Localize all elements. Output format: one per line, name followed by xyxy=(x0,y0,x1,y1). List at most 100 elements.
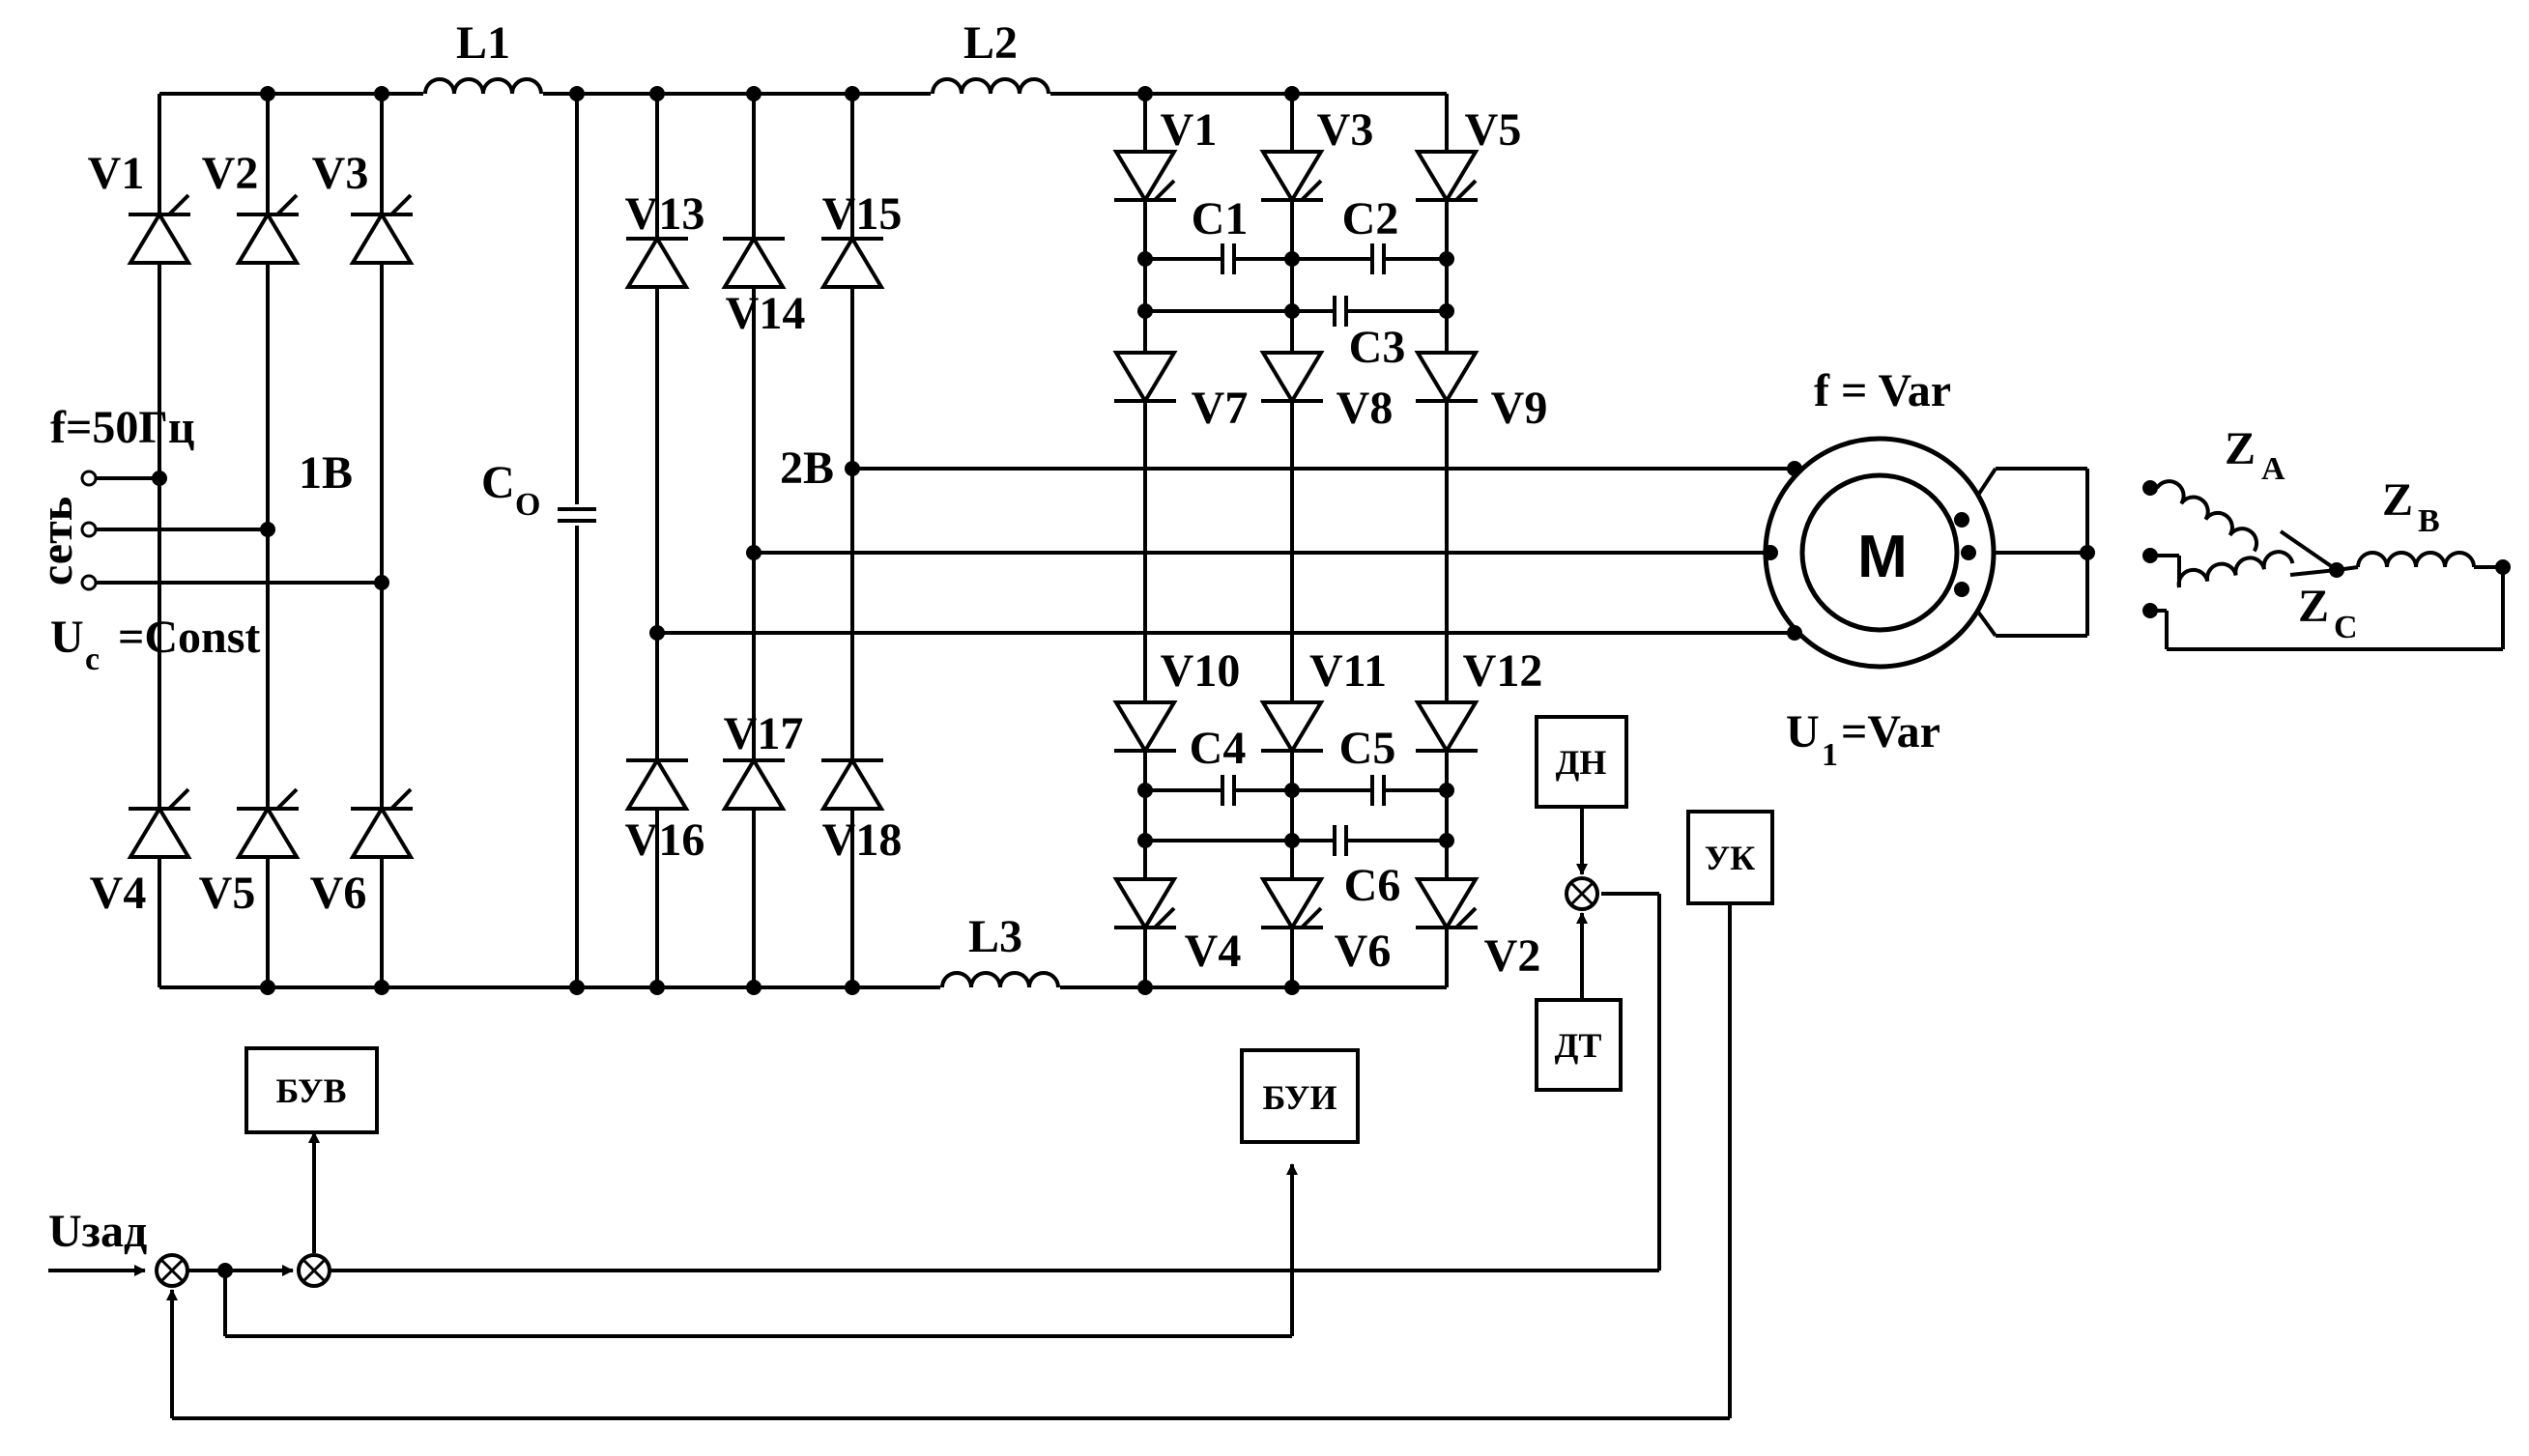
svg-text:БУВ: БУВ xyxy=(276,1071,347,1110)
label-rect-v4: V4 xyxy=(90,868,147,919)
label-v11: V11 xyxy=(1309,645,1387,697)
label-v12: V12 xyxy=(1463,645,1543,697)
load-terminals xyxy=(2142,480,2158,618)
capacitor-c6 xyxy=(1333,823,1348,858)
label-inv-v1: V1 xyxy=(1161,104,1218,156)
label-zb-sub: B xyxy=(2418,503,2440,539)
summer-3 xyxy=(1565,876,1599,911)
motor xyxy=(1763,436,1997,670)
label-uc-const: =Const xyxy=(106,612,260,663)
load-impedance-zb xyxy=(2356,551,2476,568)
inductor-l1 xyxy=(423,77,543,97)
label-u1: U xyxy=(1786,706,1820,757)
component-labels: L1 L2 L3 V1 V2 V3 V4 V5 V6 V13 V14 V15 V… xyxy=(31,17,2440,1257)
label-inv-v4: V4 xyxy=(1185,926,1242,977)
diode-v9 xyxy=(1414,351,1480,403)
diode-v14 xyxy=(721,237,787,289)
svg-text:ДН: ДН xyxy=(1556,743,1607,782)
load-impedance-zc xyxy=(2176,550,2295,588)
summer-2 xyxy=(297,1253,331,1288)
label-v18: V18 xyxy=(822,814,903,866)
diode-v12 xyxy=(1414,700,1480,753)
label-v9: V9 xyxy=(1491,383,1548,434)
label-rect-v3: V3 xyxy=(312,148,369,199)
label-za-sub: A xyxy=(2261,451,2285,487)
input-terminals xyxy=(80,470,98,591)
block-dn: ДН xyxy=(1535,715,1628,809)
label-frequency-in: f=50Гц xyxy=(50,402,195,453)
label-l3: L3 xyxy=(968,911,1022,962)
label-v10: V10 xyxy=(1161,645,1241,697)
label-c1: C1 xyxy=(1192,193,1249,244)
label-inv-v5: V5 xyxy=(1465,104,1522,156)
capacitor-c3 xyxy=(1333,294,1348,328)
label-zc-sub: C xyxy=(2334,610,2358,645)
diode-v10 xyxy=(1112,700,1178,753)
capacitor-c5 xyxy=(1370,773,1386,808)
diode-v8 xyxy=(1259,351,1325,403)
capacitor-c4 xyxy=(1221,773,1236,808)
block-bui: БУИ xyxy=(1240,1048,1360,1144)
label-c5: C5 xyxy=(1339,723,1396,774)
label-v16: V16 xyxy=(625,814,705,866)
thyristor-inv-v3 xyxy=(1259,150,1325,202)
label-u1-sub: 1 xyxy=(1822,737,1838,773)
diode-v15 xyxy=(819,237,885,289)
label-rect-v6: V6 xyxy=(310,868,367,919)
block-buv: БУВ xyxy=(244,1046,379,1134)
thyristor-inv-v4 xyxy=(1112,877,1178,929)
svg-text:БУИ: БУИ xyxy=(1263,1078,1337,1117)
inductor-l2 xyxy=(931,77,1050,97)
label-c2: C2 xyxy=(1342,193,1399,244)
capacitor-c2 xyxy=(1370,242,1386,276)
label-f-var: f = Var xyxy=(1814,365,1951,416)
label-v17: V17 xyxy=(724,708,804,759)
label-u1-var: =Var xyxy=(1841,706,1940,757)
label-co: C xyxy=(481,457,515,508)
label-1b: 1B xyxy=(299,447,353,499)
label-l1: L1 xyxy=(456,17,510,69)
inductor-l3 xyxy=(940,971,1060,990)
thyristor-inv-v6 xyxy=(1259,877,1325,929)
label-za: Z xyxy=(2225,423,2256,474)
label-v15: V15 xyxy=(822,188,903,240)
label-zb: Z xyxy=(2382,474,2413,526)
label-v7: V7 xyxy=(1192,383,1249,434)
thyristor-inv-v2 xyxy=(1414,877,1480,929)
label-rect-v2: V2 xyxy=(202,148,259,199)
label-c6: C6 xyxy=(1344,860,1401,911)
diode-v13 xyxy=(624,237,690,289)
label-rect-v5: V5 xyxy=(199,868,256,919)
diode-v7 xyxy=(1112,351,1178,403)
diode-v18 xyxy=(819,758,885,811)
wiring xyxy=(48,92,2505,1420)
label-c4: C4 xyxy=(1190,723,1247,774)
diode-v11 xyxy=(1259,700,1325,753)
block-uk: УК xyxy=(1686,810,1774,905)
capacitor-c1 xyxy=(1221,242,1236,276)
capacitor-co xyxy=(558,507,596,523)
diode-v17 xyxy=(721,758,787,811)
label-rect-v1: V1 xyxy=(88,148,145,199)
label-motor: M xyxy=(1857,524,1908,590)
thyristor-inv-v5 xyxy=(1414,150,1480,202)
summer-1 xyxy=(155,1253,189,1288)
label-v8: V8 xyxy=(1336,383,1394,434)
label-c3: C3 xyxy=(1349,322,1406,373)
label-l2: L2 xyxy=(963,17,1018,69)
svg-text:ДТ: ДТ xyxy=(1555,1026,1602,1065)
label-grid: сеть xyxy=(31,497,82,585)
label-zc: Z xyxy=(2298,581,2329,632)
label-2b: 2B xyxy=(780,443,834,494)
diode-v16 xyxy=(624,758,690,811)
label-v14: V14 xyxy=(726,288,806,339)
label-inv-v6: V6 xyxy=(1335,926,1392,977)
label-inv-v3: V3 xyxy=(1317,104,1374,156)
load-impedance-za xyxy=(2150,479,2259,553)
label-uzad: Uзад xyxy=(48,1206,147,1257)
label-co-sub: O xyxy=(515,487,540,523)
thyristor-inv-v1 xyxy=(1112,150,1178,202)
label-v13: V13 xyxy=(625,188,705,240)
label-uc-sub: c xyxy=(85,642,100,677)
